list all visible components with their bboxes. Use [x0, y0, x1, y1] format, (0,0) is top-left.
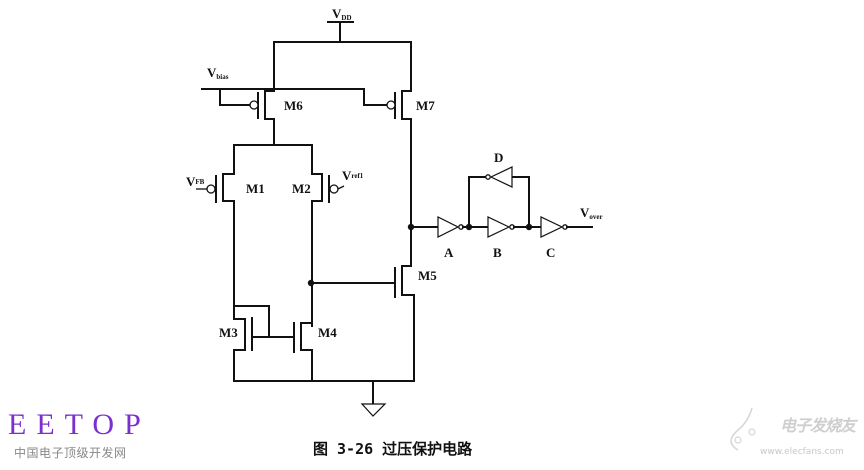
inverter-c-body: [540, 216, 564, 238]
m5-channel: [401, 226, 415, 382]
m1-gate-bubble: [206, 184, 216, 194]
m6-label: M6: [284, 98, 303, 113]
inverter-d-label: D: [494, 150, 503, 165]
m6-gate-bubble: [249, 100, 259, 110]
transistor-m2: Vref1 M2: [292, 144, 364, 327]
vdd-label: VDD: [332, 6, 352, 22]
m2-gate-bubble: [329, 184, 339, 194]
vref-input-wire: [337, 185, 345, 190]
ground: [233, 380, 415, 417]
vover-label: Vover: [580, 205, 603, 221]
m3-label: M3: [219, 325, 238, 340]
m4-channel: [300, 283, 313, 382]
m5-label: M5: [418, 268, 437, 283]
eetop-watermark-subtitle: 中国电子顶级开发网: [14, 446, 127, 460]
inverter-b-label: B: [493, 245, 502, 260]
m7-gate-bubble: [386, 100, 396, 110]
inverter-a-label: A: [444, 245, 454, 260]
vdd-supply: VDD: [273, 6, 412, 43]
inverter-c: C: [540, 216, 568, 260]
elecfans-watermark-url: www.elecfans.com: [760, 447, 844, 457]
m1-channel: [222, 144, 235, 306]
m6-channel: [264, 90, 275, 144]
m4-label: M4: [318, 325, 337, 340]
m3-channel: [233, 304, 246, 382]
m1-label: M1: [246, 181, 265, 196]
m7-label: M7: [416, 98, 435, 113]
vbias-net: Vbias: [201, 65, 387, 106]
wire-d-out: [468, 176, 489, 228]
inverter-d: D: [468, 150, 530, 228]
transistor-m1: VFB M1: [186, 144, 265, 306]
wire-d-in: [511, 176, 530, 228]
vref-label: Vref1: [342, 168, 364, 183]
transistor-m5: M5: [394, 226, 437, 382]
transistor-m6: M6: [249, 41, 303, 144]
elecfans-watermark-title: 电子发烧友: [780, 416, 856, 435]
m2-label: M2: [292, 181, 311, 196]
junction-m4-drain: [307, 279, 315, 287]
elecfans-logo-icon: [730, 407, 756, 451]
transistor-m3: M3: [219, 304, 270, 382]
inverter-b: B: [487, 216, 515, 260]
m3-diode-connection: [233, 305, 270, 338]
m7-channel: [401, 90, 412, 228]
m6-gate-wire: [219, 88, 251, 106]
inverter-a-body: [437, 216, 460, 238]
inverter-c-label: C: [546, 245, 555, 260]
eetop-watermark-logo: EETOP: [8, 408, 151, 441]
ground-icon: [360, 403, 387, 417]
m2-channel: [311, 144, 323, 327]
inverter-b-body: [487, 216, 511, 238]
inverter-a: A: [437, 216, 464, 260]
transistor-m4: M4: [293, 283, 337, 382]
inverter-d-bubble: [485, 174, 491, 180]
transistor-m7: M7: [386, 41, 435, 228]
vfb-label: VFB: [186, 174, 205, 189]
vbias-label: Vbias: [207, 65, 229, 81]
m7-gate-wire: [363, 88, 387, 106]
inverter-d-body: [489, 166, 513, 188]
figure-caption: 图 3-26 过压保护电路: [313, 440, 473, 458]
